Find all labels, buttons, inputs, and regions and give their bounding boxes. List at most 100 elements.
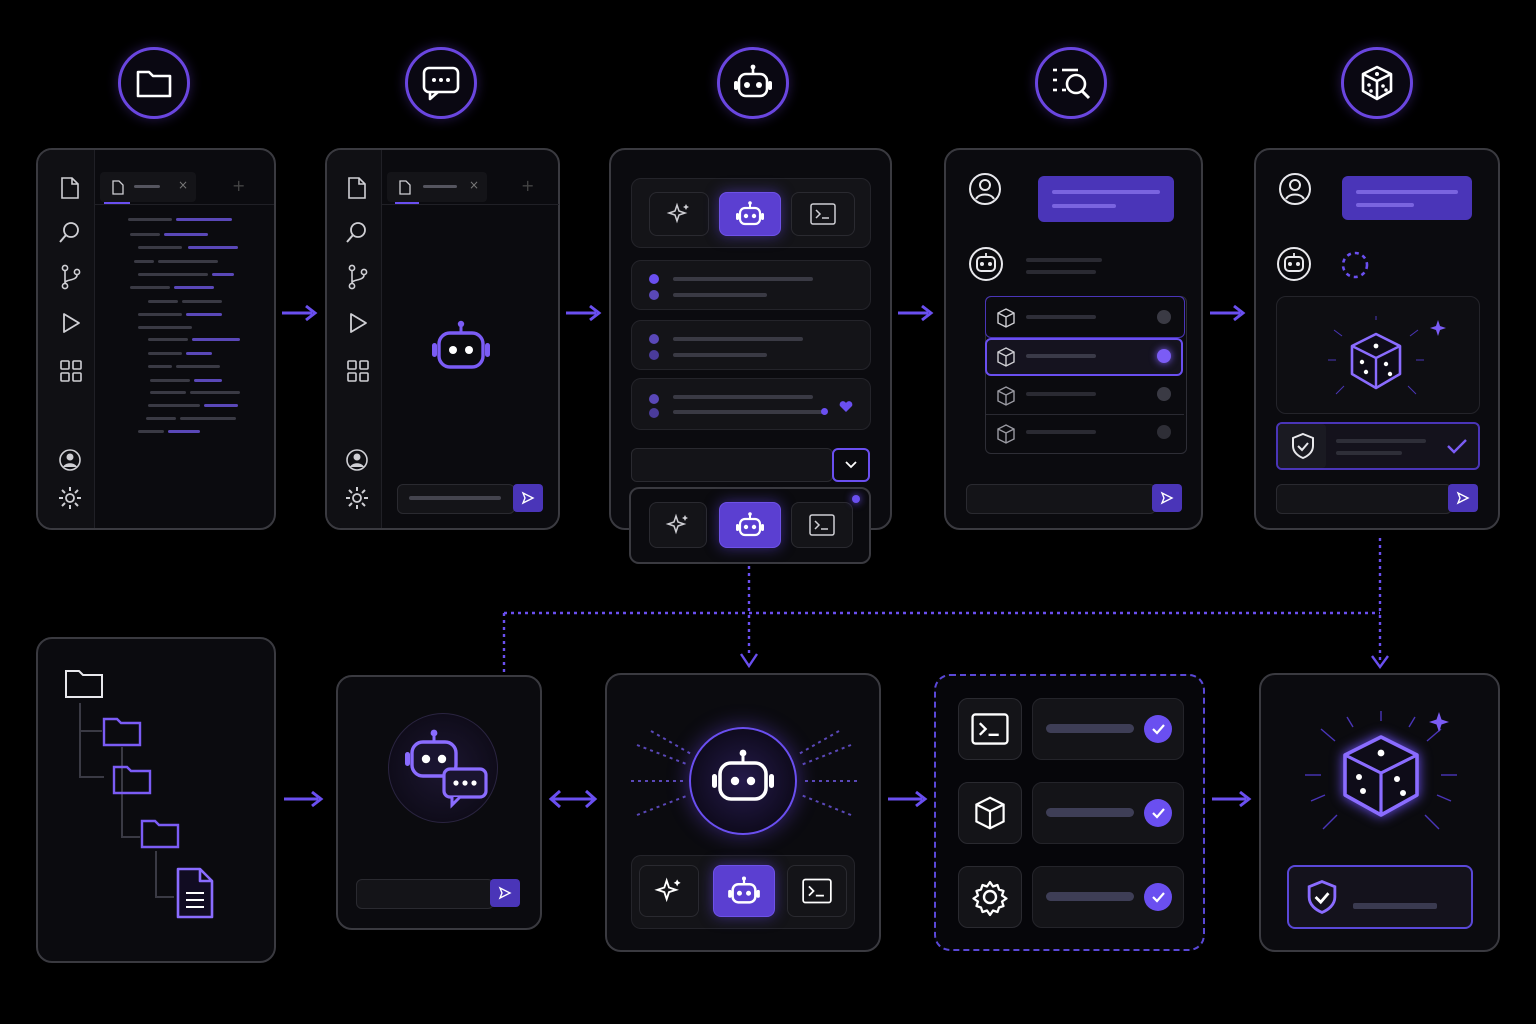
check-circle-icon bbox=[1144, 883, 1172, 911]
add-tab-icon[interactable]: + bbox=[521, 176, 535, 195]
sparkle-mode-button[interactable] bbox=[639, 865, 699, 917]
list-search-icon bbox=[1035, 47, 1107, 119]
sparkle-mode-button[interactable] bbox=[649, 192, 709, 236]
check-icon bbox=[1447, 439, 1467, 454]
close-icon[interactable]: × bbox=[469, 178, 480, 192]
agent-hub-badge bbox=[689, 727, 797, 835]
chat-input[interactable] bbox=[356, 879, 494, 909]
cube-icon bbox=[975, 796, 1005, 830]
robot-icon bbox=[736, 512, 764, 537]
user-icon[interactable] bbox=[58, 448, 82, 472]
add-tab-icon[interactable]: + bbox=[232, 176, 246, 195]
file-icon bbox=[112, 180, 124, 195]
folder-icon bbox=[140, 819, 180, 849]
send-button[interactable] bbox=[1152, 484, 1182, 512]
cube-icon bbox=[997, 308, 1015, 328]
folder-icon bbox=[102, 717, 142, 747]
gear-icon[interactable] bbox=[58, 486, 82, 510]
play-icon[interactable] bbox=[349, 312, 369, 334]
model-dropdown[interactable] bbox=[631, 448, 833, 482]
final-result-panel bbox=[1259, 673, 1500, 952]
file-icon[interactable] bbox=[60, 176, 80, 200]
file-icon bbox=[399, 180, 411, 195]
sparkle-icon bbox=[666, 202, 689, 224]
agent-mode-button[interactable] bbox=[719, 502, 781, 548]
grid-icon[interactable] bbox=[347, 360, 369, 382]
search-icon[interactable] bbox=[345, 220, 369, 244]
cube-tool-button[interactable] bbox=[958, 782, 1022, 844]
loading-spinner-icon bbox=[1341, 251, 1369, 279]
shield-check-icon bbox=[1307, 880, 1337, 914]
verified-result-row[interactable] bbox=[1287, 865, 1473, 929]
terminal-tool-button[interactable] bbox=[958, 698, 1022, 760]
terminal-icon bbox=[809, 514, 835, 536]
terminal-icon bbox=[971, 713, 1009, 745]
search-icon[interactable] bbox=[58, 220, 82, 244]
tool-checklist-panel bbox=[934, 674, 1205, 951]
chat-input[interactable] bbox=[1276, 484, 1452, 514]
play-icon[interactable] bbox=[62, 312, 82, 334]
gear-tool-button[interactable] bbox=[958, 866, 1022, 928]
arrow-right-icon bbox=[1212, 790, 1252, 808]
robot-icon bbox=[728, 876, 760, 904]
result-panel bbox=[1254, 148, 1500, 530]
agent-mode-button[interactable] bbox=[719, 192, 781, 236]
terminal-icon bbox=[810, 203, 836, 225]
robot-icon bbox=[712, 749, 774, 801]
arrow-right-icon bbox=[898, 304, 934, 322]
tool-list-item[interactable] bbox=[985, 296, 1185, 338]
git-branch-icon[interactable] bbox=[60, 264, 82, 290]
send-button[interactable] bbox=[490, 879, 520, 907]
chat-input[interactable] bbox=[966, 484, 1156, 514]
check-circle-icon bbox=[1144, 715, 1172, 743]
task-row[interactable] bbox=[631, 320, 871, 370]
folder-icon bbox=[65, 670, 103, 698]
user-icon[interactable] bbox=[345, 448, 369, 472]
robot-icon bbox=[1277, 247, 1311, 281]
agent-mode-button[interactable] bbox=[713, 865, 775, 917]
send-icon bbox=[498, 886, 512, 900]
send-button[interactable] bbox=[1448, 484, 1478, 512]
terminal-mode-button[interactable] bbox=[791, 502, 853, 548]
document-icon bbox=[176, 867, 214, 919]
user-icon bbox=[1279, 173, 1311, 205]
sparkle-mode-button[interactable] bbox=[649, 502, 707, 548]
chevron-down-icon bbox=[845, 461, 857, 469]
dice-icon bbox=[1305, 711, 1457, 830]
send-icon bbox=[1456, 491, 1470, 505]
arrow-right-icon bbox=[888, 790, 928, 808]
send-button[interactable] bbox=[513, 484, 543, 512]
cube-icon bbox=[997, 347, 1015, 367]
check-circle-icon bbox=[1144, 799, 1172, 827]
heart-icon bbox=[839, 401, 853, 412]
folder-icon bbox=[112, 765, 152, 795]
send-icon bbox=[521, 491, 535, 505]
git-branch-icon[interactable] bbox=[347, 264, 369, 290]
arrow-right-icon bbox=[282, 304, 318, 322]
user-icon bbox=[969, 173, 1001, 205]
gear-icon[interactable] bbox=[345, 486, 369, 510]
robot-icon bbox=[432, 320, 490, 369]
dropdown-toggle[interactable] bbox=[832, 448, 870, 482]
arrow-right-icon bbox=[1210, 304, 1246, 322]
close-icon[interactable]: × bbox=[178, 178, 189, 192]
task-row[interactable] bbox=[631, 260, 871, 310]
radiating-lines bbox=[631, 730, 857, 816]
gear-icon bbox=[972, 880, 1008, 917]
user-message-bubble bbox=[1342, 176, 1472, 220]
active-tab-indicator bbox=[104, 202, 130, 204]
cube-icon bbox=[997, 386, 1015, 406]
terminal-mode-button[interactable] bbox=[791, 192, 855, 236]
terminal-mode-button[interactable] bbox=[787, 865, 847, 917]
file-icon[interactable] bbox=[347, 176, 367, 200]
agent-hub-panel bbox=[605, 673, 881, 952]
robot-icon bbox=[969, 247, 1003, 281]
terminal-icon bbox=[802, 878, 832, 904]
code-editor-panel: × + bbox=[36, 148, 276, 530]
folder-icon bbox=[118, 47, 190, 119]
arrow-right-icon bbox=[566, 304, 602, 322]
task-row[interactable] bbox=[631, 378, 871, 430]
grid-icon[interactable] bbox=[60, 360, 82, 382]
